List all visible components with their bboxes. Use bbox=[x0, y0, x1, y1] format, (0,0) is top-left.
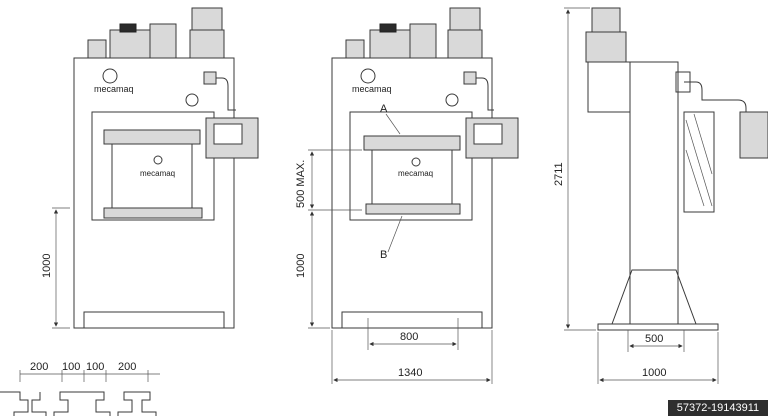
solenoid-2 bbox=[379, 23, 397, 33]
leader-a bbox=[385, 113, 401, 135]
upper-ram-2 bbox=[363, 135, 461, 151]
pump-unit-2 bbox=[409, 23, 437, 59]
valve-block-2 bbox=[345, 39, 365, 59]
side-guard bbox=[683, 111, 715, 213]
guard-hatch-1 bbox=[685, 119, 713, 207]
side-foot bbox=[597, 323, 719, 331]
solenoid bbox=[119, 23, 137, 33]
watermark-id: 57372-19143911 bbox=[668, 400, 768, 416]
side-pipe bbox=[684, 81, 747, 114]
ram-brand: mecamaq bbox=[140, 169, 175, 178]
dim-side-depth: 1000 bbox=[642, 367, 666, 379]
side-base-frame bbox=[611, 269, 697, 325]
front-view-middle: mecamaq mecamaq A B 500 MAX. 1000 800 13… bbox=[295, 7, 519, 384]
hydraulic-pipe bbox=[208, 77, 236, 111]
pump-unit bbox=[149, 23, 177, 59]
side-pump bbox=[585, 31, 627, 63]
press-frame-2 bbox=[331, 57, 493, 329]
slot-dim-1: 200 bbox=[30, 361, 48, 373]
motor-top-2 bbox=[449, 7, 481, 31]
lower-table-2 bbox=[365, 203, 461, 215]
t-slot-detail: 200 100 100 200 bbox=[0, 361, 160, 416]
lower-table bbox=[103, 207, 203, 219]
side-motor bbox=[591, 7, 621, 33]
pressure-gauge bbox=[185, 93, 199, 107]
frame-window-2 bbox=[349, 111, 473, 221]
logo-mark-2 bbox=[360, 68, 376, 84]
side-control-panel bbox=[739, 111, 768, 159]
valve-stack-2 bbox=[369, 29, 411, 59]
pipe-fitting-2 bbox=[463, 71, 477, 85]
slot-dim-3: 100 bbox=[86, 361, 104, 373]
slot-dim-4: 200 bbox=[118, 361, 136, 373]
motor-body bbox=[189, 29, 225, 59]
pressure-gauge-2 bbox=[445, 93, 459, 107]
side-view: 2711 500 1000 bbox=[553, 7, 768, 384]
valve-stack bbox=[109, 29, 151, 59]
slot-profile bbox=[31, 391, 157, 416]
frame-window bbox=[91, 111, 215, 221]
dim-total-height: 2711 bbox=[553, 162, 565, 186]
dim-table-width: 800 bbox=[400, 331, 418, 343]
motor-top bbox=[191, 7, 223, 31]
valve-block bbox=[87, 39, 107, 59]
upper-ram bbox=[103, 129, 201, 145]
front-view-left: mecamaq mecamaq 1000 bbox=[41, 7, 259, 329]
hydraulic-pipe-2 bbox=[468, 77, 494, 111]
slot-profile-left bbox=[0, 391, 29, 416]
ram-logo-mark bbox=[153, 155, 163, 165]
base-plate-2 bbox=[341, 311, 483, 329]
slot-dim-2: 100 bbox=[62, 361, 80, 373]
side-tank bbox=[587, 61, 631, 113]
control-screen-2 bbox=[473, 123, 503, 145]
side-column bbox=[629, 61, 679, 325]
ram-logo-mark-2 bbox=[411, 157, 421, 167]
guard-hatch-2 bbox=[685, 149, 705, 207]
brand-logo: mecamaq bbox=[94, 84, 134, 94]
dim-front-height-2: 1000 bbox=[295, 254, 307, 278]
logo-mark bbox=[102, 68, 118, 84]
pipe-fitting bbox=[203, 71, 217, 85]
dim-max-opening: 500 MAX. bbox=[295, 160, 307, 208]
brand-logo-2: mecamaq bbox=[352, 84, 392, 94]
label-a: A bbox=[380, 103, 388, 115]
leader-b bbox=[387, 215, 403, 253]
dim-machine-width: 1340 bbox=[398, 367, 422, 379]
control-screen bbox=[213, 123, 243, 145]
label-b: B bbox=[380, 249, 387, 261]
press-frame bbox=[73, 57, 235, 329]
motor-body-2 bbox=[447, 29, 483, 59]
dim-front-height: 1000 bbox=[41, 254, 53, 278]
ram-brand-2: mecamaq bbox=[398, 169, 433, 178]
guard-hatch-3 bbox=[693, 113, 713, 175]
base-plate bbox=[83, 311, 225, 329]
dim-side-base: 500 bbox=[645, 333, 663, 345]
